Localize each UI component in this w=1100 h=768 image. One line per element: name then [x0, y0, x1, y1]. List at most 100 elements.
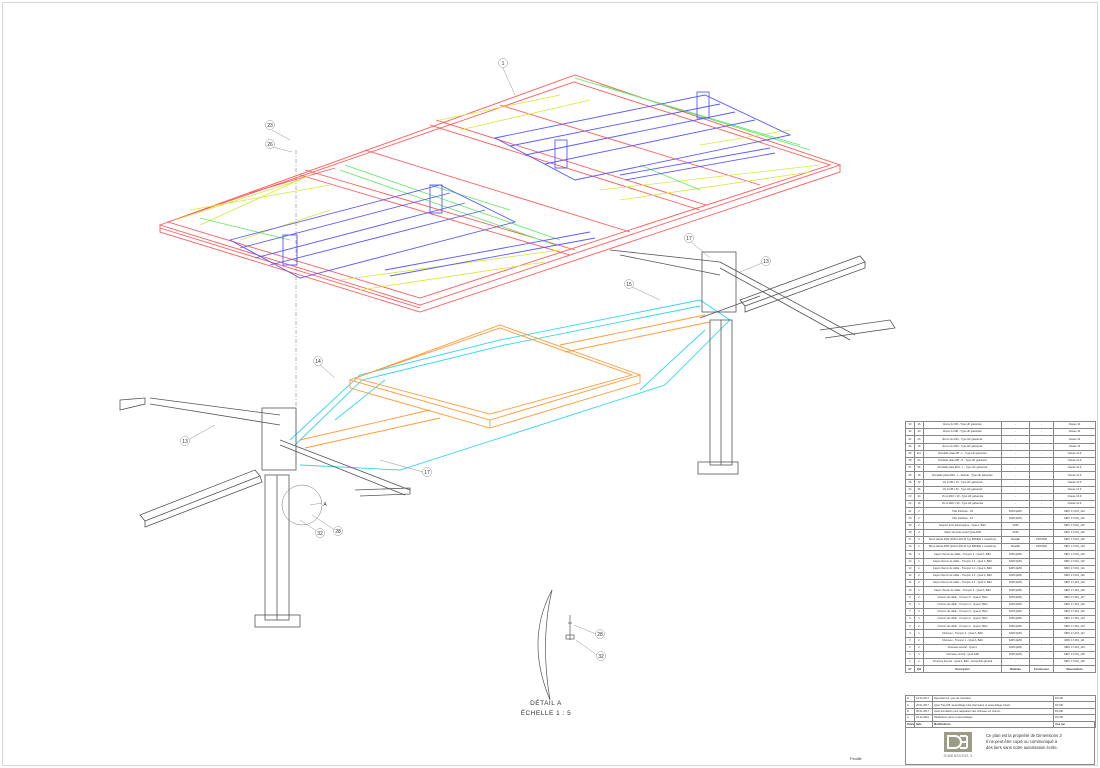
callout-32: 32 [317, 531, 323, 537]
table-cell: S235 [1001, 528, 1030, 538]
table-cell: 2 [914, 579, 924, 588]
notice-line: Il ne peut être copié ou communiqué à [986, 739, 1058, 744]
table-cell: 2 [914, 535, 924, 545]
table-cell: 16 [914, 471, 924, 480]
table-cell: 2 [914, 643, 924, 653]
table-cell: - [1001, 500, 1030, 509]
table-cell: - [1029, 557, 1054, 566]
table-cell: Capot chemin de câble - Tronçon 2.3 - Qu… [923, 564, 1002, 573]
table-cell: 10 [905, 586, 915, 595]
table-cell: S235 (EZK) [1001, 629, 1030, 638]
title-block: DIMENSIONS 3 Ce plan est la propriété de… [905, 721, 1095, 765]
table-cell: Chéneau - Tronçon 2 - Quai A, B&C [923, 629, 1002, 638]
table-cell: S235 (EZK) [1001, 507, 1030, 516]
table-cell: Capot chemin de câble - Tronçon 2.2 - Qu… [923, 571, 1002, 581]
table-cell: - [1029, 636, 1054, 645]
table-cell: Salon structure avant Quai A&B [923, 528, 1002, 538]
table-cell: 64 [914, 456, 924, 466]
table-cell: 28 [905, 456, 915, 466]
table-cell: - [1029, 528, 1054, 538]
table-cell: Classe 10.9 [1053, 456, 1096, 466]
table-cell: Classe 10.9 [1053, 492, 1096, 502]
table-cell: 24 [914, 492, 924, 502]
table-cell: - [1029, 521, 1054, 530]
table-cell: - [1001, 435, 1030, 444]
table-cell: S235 (EZK) [1001, 579, 1030, 588]
table-cell: S235 (EZK) [1001, 557, 1030, 566]
table-cell: Classe 10 [1053, 435, 1096, 444]
table-cell: S235 (EZK) [1001, 550, 1030, 559]
table-cell: S235 (EZK) [1001, 586, 1030, 595]
table-cell: 18 [905, 528, 915, 538]
table-cell: - [1029, 485, 1054, 494]
table-cell: 27 [905, 464, 915, 473]
table-cell: 1 [914, 557, 924, 566]
callout-13: 13 [763, 259, 769, 265]
table-cell: 8 [905, 600, 915, 609]
table-cell: - [1001, 464, 1030, 473]
table-cell: MRC 17-001_119 [1053, 579, 1096, 588]
table-cell: Chéneau - Tronçon 1 - Quai A, B&C [923, 636, 1002, 645]
table-cell: Rondelle plate M5 - L - Type HF galvanis… [923, 449, 1002, 458]
table-cell: MRC 17-001_100 [1053, 658, 1096, 667]
table-cell: Matériau [1001, 665, 1030, 674]
dimensions3-logo-icon [944, 732, 972, 752]
table-cell: 2 [914, 622, 924, 631]
callout-balloons [180, 58, 771, 661]
table-cell: 29 [905, 449, 915, 458]
table-cell: Vis H M20 x 90 - Type HF galvanisé [923, 500, 1002, 509]
table-cell: MRC 17-001_123 [1053, 507, 1096, 516]
table-cell: 13 [905, 564, 915, 573]
table-cell: - [1029, 428, 1054, 437]
table-cell: Support tiroir télescopique - Quai A, B&… [923, 521, 1002, 530]
table-cell: Tôle d'éclisse - 02 [923, 507, 1002, 516]
table-cell: 32 [905, 428, 915, 437]
table-cell: Qté [914, 665, 924, 674]
table-cell: - [1029, 478, 1054, 487]
folio-label: Feuille [850, 756, 862, 761]
table-cell: 7 [905, 607, 915, 617]
table-cell: - [1029, 571, 1054, 581]
table-cell: 16 [905, 543, 915, 552]
table-cell: - [1001, 658, 1030, 667]
table-cell: - [1001, 492, 1030, 502]
callout-26: 26 [267, 142, 273, 148]
table-cell: - [1001, 485, 1030, 494]
roof-bracing [174, 94, 821, 291]
table-cell: MRC 17-001_121 [1053, 564, 1096, 573]
table-cell: Capot chemin de câble - Tronçon 1 - Quai… [923, 586, 1002, 595]
table-cell: - [1001, 449, 1030, 458]
table-cell: - [1029, 629, 1054, 638]
table-cell: 31 [905, 435, 915, 444]
table-cell: S235 (EZK) [1001, 600, 1030, 609]
table-cell: 21 [905, 507, 915, 516]
table-cell: 16 [914, 500, 924, 509]
table-cell: MRC 17-001_110 [1053, 643, 1096, 653]
table-cell: Classe 10 [1053, 442, 1096, 451]
table-cell: Fournisseur [1029, 665, 1054, 674]
table-cell: 2 [905, 643, 915, 653]
table-cell: MRC 17-001_125 [1053, 535, 1096, 545]
detail-title: DÉTAIL A [530, 698, 562, 707]
callout-14: 14 [315, 359, 321, 365]
table-cell: - [1029, 586, 1054, 595]
roof-purlins [228, 91, 792, 279]
table-cell: 23 [905, 492, 915, 502]
table-cell: Vis H M5 x 10 - Type HF galvanisé [923, 478, 1002, 487]
table-cell: Classe 10 [1053, 420, 1096, 430]
